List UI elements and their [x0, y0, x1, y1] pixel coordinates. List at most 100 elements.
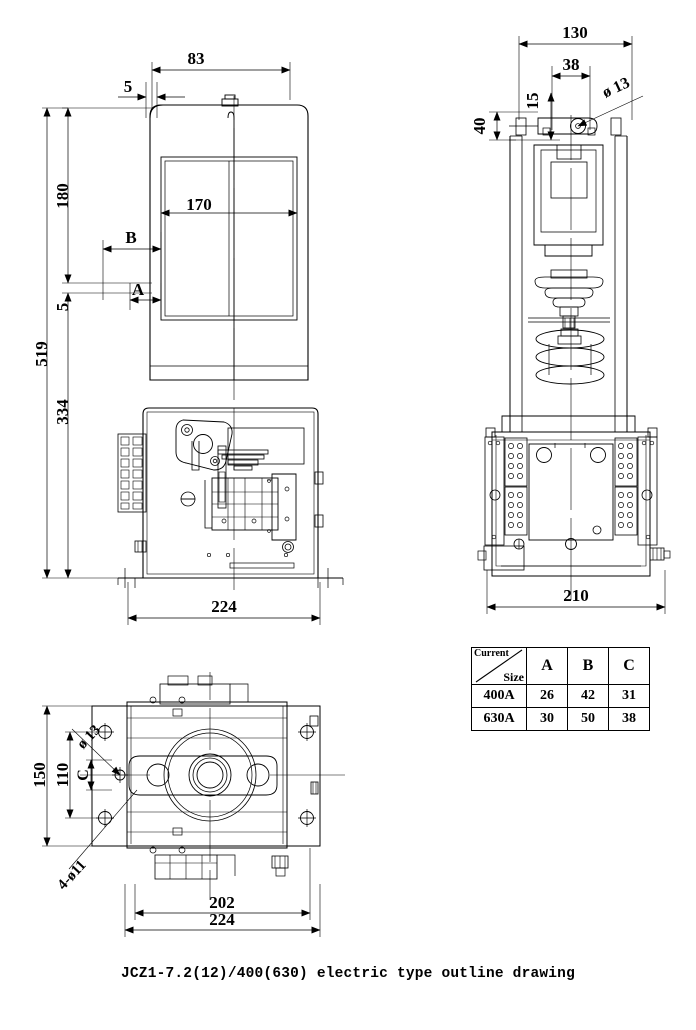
table-col-header-c: C	[608, 647, 650, 685]
side-insulator-hub-ribs	[564, 318, 575, 328]
side-terminal-left-lower	[504, 486, 528, 536]
side-lower-left-box	[483, 545, 525, 571]
bottom-gland-cap	[275, 867, 286, 877]
front-right-lug-1	[314, 471, 324, 485]
side-plate-hole-br	[592, 525, 602, 535]
front-side-plate-hole-2	[284, 516, 290, 522]
dim-label-519: 519	[32, 341, 51, 367]
front-indicator-knob-bottom	[180, 498, 196, 507]
bottom-crossbar-hole-right	[246, 763, 270, 787]
table-cell-400a-b: 42	[567, 684, 609, 708]
front-view	[42, 62, 344, 625]
front-hole-e	[283, 552, 289, 558]
side-bracket-left-hole-1	[487, 440, 493, 446]
bottom-lug-right-mid	[310, 781, 319, 795]
table-cell-630a-c: 38	[608, 707, 650, 731]
front-hole-d	[225, 552, 231, 558]
bottom-lug-right-top	[309, 715, 319, 727]
bottom-top-accessory-cap2	[197, 675, 213, 686]
bottom-circle-hub-mid	[192, 757, 228, 793]
front-bushing-outer	[282, 541, 294, 553]
side-bracket-left-bore	[489, 489, 501, 501]
corner-slash-icon	[475, 649, 523, 683]
bottom-top-accessory	[159, 683, 231, 705]
side-plate-hole-tl	[536, 447, 552, 463]
side-bracket-right-bore	[641, 489, 653, 501]
front-cam-arm	[191, 441, 200, 471]
bottom-bot-pin-mid	[178, 846, 186, 854]
front-cam-lever	[175, 419, 233, 471]
front-cam-pin-outer	[210, 456, 220, 466]
table-cell-400a-a: 26	[526, 684, 568, 708]
front-cam-pivot-inner	[184, 427, 190, 433]
front-spring-rod	[217, 445, 227, 509]
front-bushing-inner	[284, 543, 292, 551]
side-insulator-neck-3	[557, 335, 582, 345]
side-plate-notch	[554, 443, 586, 448]
dim-label-5-low: 5	[53, 303, 72, 312]
side-enclosure-neck	[556, 144, 582, 160]
front-plate-pin-top	[267, 479, 271, 483]
front-side-plate-hole-1	[284, 486, 290, 492]
table-corner-cell: Current Size	[471, 647, 527, 685]
side-plate-hole-tr	[590, 447, 606, 463]
side-bracket-left-hole-2	[495, 440, 501, 446]
front-foot-left	[124, 568, 136, 588]
side-insulator-flange-2	[544, 287, 594, 299]
table-header-row: Current Size A B C	[471, 647, 650, 685]
front-disc-stack	[217, 449, 269, 471]
bottom-circle-hub-outer	[188, 753, 232, 797]
dim-label-5-top: 5	[124, 77, 133, 96]
side-insulator-crossbar	[528, 317, 610, 323]
front-hole-a	[221, 518, 227, 524]
bottom-crossbar	[128, 755, 278, 796]
table-corner-current-label: Current	[474, 648, 509, 660]
side-skirt-3	[535, 365, 605, 385]
table-row-current-400a: 400A	[471, 684, 527, 708]
side-bracket-right-hole-2	[649, 440, 655, 446]
bottom-notch-top	[172, 708, 183, 717]
table-row: 400A 26 42 31	[471, 684, 650, 708]
drawing-caption: JCZ1-7.2(12)/400(630) electric type outl…	[121, 966, 575, 982]
dim-label-150: 150	[30, 762, 49, 788]
front-terminal-cells	[120, 436, 143, 510]
dim-label-224-front: 224	[211, 597, 237, 616]
dim-label-224-bottom: 224	[209, 910, 235, 929]
bottom-circle-hub-inner	[196, 761, 224, 789]
front-spring-rod-inner	[218, 471, 226, 503]
bottom-top-pin-mid	[178, 696, 186, 704]
front-armature-grid	[212, 478, 278, 530]
front-nameplate-slot	[229, 562, 295, 569]
dim-label-83: 83	[188, 49, 205, 68]
side-tab-mid-right	[587, 127, 596, 136]
front-cam-pin-inner	[212, 458, 218, 464]
table-corner-size-label: Size	[503, 670, 524, 684]
bottom-body-ribs	[127, 717, 287, 833]
dim-label-C: C	[75, 769, 92, 781]
bottom-top-bracket	[230, 683, 249, 702]
side-insulator-hub	[562, 315, 576, 329]
dia13-leader-side	[577, 95, 644, 127]
bottom-top-accessory-cap	[167, 675, 189, 686]
spec-table: Current Size A B C 400A 26 42 31 630A 30…	[471, 647, 650, 731]
table-col-header-a: A	[526, 647, 568, 685]
bottom-bolt-tl-cross	[96, 723, 114, 741]
front-base-ends	[117, 578, 344, 585]
side-terminal-left-holes	[508, 443, 523, 528]
front-hole-b	[251, 518, 257, 524]
dim-label-180: 180	[53, 183, 72, 209]
side-view	[477, 36, 671, 614]
bottom-bolt-br-cross	[298, 809, 316, 827]
side-terminal-right-upper	[614, 437, 638, 487]
front-contact-box	[227, 427, 305, 465]
front-cam-bore	[193, 434, 213, 454]
bottom-bracket-lower	[217, 854, 236, 876]
front-plate-pin-bottom	[267, 529, 271, 533]
front-mechanism-housing-inner	[146, 411, 315, 575]
side-bracket-right-hole-3	[645, 534, 651, 540]
front-side-plate	[271, 473, 297, 541]
front-terminal-strip	[117, 433, 147, 513]
front-cam-pivot-outer	[181, 424, 193, 436]
